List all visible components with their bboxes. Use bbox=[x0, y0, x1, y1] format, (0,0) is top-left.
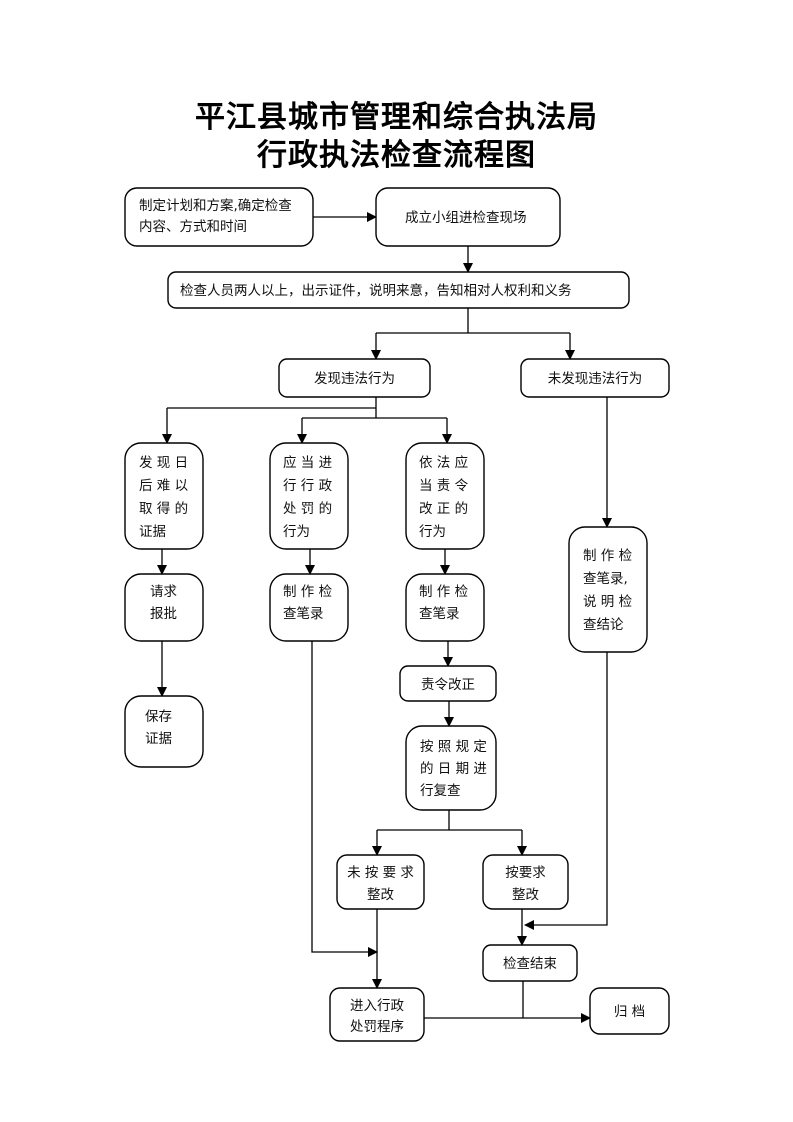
node-label-line: 应 当 进 bbox=[283, 454, 333, 471]
node-label-line: 按要求 bbox=[505, 865, 546, 881]
node-label-line: 制 作 检 bbox=[583, 548, 633, 564]
node-not-found: 未发现违法行为 bbox=[520, 358, 670, 398]
node-box bbox=[405, 442, 485, 550]
node-box bbox=[124, 695, 204, 768]
title-line-2: 行政执法检查流程图 bbox=[257, 138, 536, 173]
node-label-line: 行为 bbox=[283, 524, 310, 540]
node-label-line: 保存 bbox=[145, 709, 172, 725]
node-label-line: 发 现 日 bbox=[139, 455, 188, 471]
node-label-line: 改 正 的 bbox=[419, 501, 468, 517]
node-label-line: 后 难 以 bbox=[139, 478, 189, 494]
node-label-line: 当 责 令 bbox=[419, 478, 469, 494]
node-label-line: 证据 bbox=[139, 524, 166, 540]
node-label-line: 整改 bbox=[512, 887, 540, 903]
node-form-team: 成立小组进检查现场 bbox=[375, 187, 561, 247]
node-label-line: 的 日 期 进 bbox=[420, 761, 487, 777]
node-label-line: 说 明 检 bbox=[583, 594, 633, 610]
node-label-line: 查笔录, bbox=[583, 571, 628, 587]
node-label-line: 行为 bbox=[419, 524, 446, 540]
node-label-line: 归 档 bbox=[614, 1003, 645, 1020]
node-label-line: 制 作 检 bbox=[419, 584, 469, 600]
node-notify: 检查人员两人以上，出示证件，说明来意，告知相对人权利和义务 bbox=[167, 271, 630, 309]
node-box bbox=[375, 187, 561, 247]
node-label-line: 责令改正 bbox=[421, 677, 475, 693]
node-label-line: 行复查 bbox=[420, 782, 461, 799]
node-label-line: 报批 bbox=[150, 606, 177, 622]
node-label-line: 处 罚 的 bbox=[283, 501, 332, 517]
node-box bbox=[568, 526, 648, 653]
node-hard-evidence: 发 现 日后 难 以取 得 的证据 bbox=[124, 442, 204, 550]
node-box bbox=[482, 944, 578, 982]
node-label-line: 检查结束 bbox=[503, 956, 557, 972]
node-label-line: 成立小组进检查现场 bbox=[405, 210, 527, 226]
node-label-line: 发现违法行为 bbox=[314, 371, 395, 387]
node-box bbox=[482, 854, 569, 910]
node-box bbox=[336, 854, 425, 910]
node-label-line: 按 照 规 定 bbox=[420, 739, 487, 755]
edge-conclusion-down bbox=[524, 652, 608, 930]
node-box bbox=[167, 271, 630, 309]
node-label-line: 查笔录 bbox=[283, 606, 324, 622]
node-label-line: 整改 bbox=[367, 887, 394, 903]
node-label-line: 制 作 检 bbox=[283, 584, 333, 600]
node-label-line: 进入行政 bbox=[350, 998, 404, 1014]
node-label-line: 未 按 要 求 bbox=[347, 865, 414, 881]
node-found: 发现违法行为 bbox=[278, 358, 431, 398]
node-box bbox=[405, 573, 485, 642]
node-label-line: 请求 bbox=[150, 584, 177, 600]
node-box bbox=[124, 573, 204, 642]
node-label-line: 证据 bbox=[145, 731, 172, 747]
node-label-line: 未发现违法行为 bbox=[548, 371, 643, 387]
node-label-line: 取 得 的 bbox=[139, 500, 188, 517]
node-box bbox=[589, 987, 670, 1035]
node-label-line: 处罚程序 bbox=[350, 1019, 404, 1035]
node-box bbox=[329, 987, 425, 1042]
title-line-1: 平江县城市管理和综合执法局 bbox=[195, 100, 598, 135]
edge-record-a-down bbox=[311, 641, 378, 957]
node-label-line: 内容、方式和时间 bbox=[139, 218, 247, 235]
node-box bbox=[278, 358, 431, 398]
node-label-line: 查笔录 bbox=[419, 606, 460, 622]
node-box bbox=[124, 442, 204, 550]
node-label-line: 检查人员两人以上，出示证件，说明来意，告知相对人权利和义务 bbox=[180, 282, 572, 299]
node-end-check: 检查结束 bbox=[482, 944, 578, 982]
node-archive: 归 档 bbox=[589, 987, 670, 1035]
node-label-line: 查结论 bbox=[583, 617, 624, 633]
node-label-line: 依 法 应 bbox=[419, 454, 468, 471]
node-box bbox=[520, 358, 670, 398]
node-not-rectified: 未 按 要 求整改 bbox=[336, 854, 425, 910]
node-penalty-case: 应 当 进行 行 政处 罚 的行为 bbox=[269, 442, 349, 550]
node-box bbox=[124, 187, 314, 247]
node-label-line: 行 行 政 bbox=[283, 478, 333, 494]
node-box bbox=[399, 665, 497, 702]
node-box bbox=[269, 442, 349, 550]
node-box bbox=[405, 725, 497, 811]
node-label-line: 制定计划和方案,确定检查 bbox=[139, 197, 292, 214]
node-order-correct: 责令改正 bbox=[399, 665, 497, 702]
node-correct-case: 依 法 应当 责 令改 正 的行为 bbox=[405, 442, 485, 550]
node-box bbox=[269, 573, 349, 642]
